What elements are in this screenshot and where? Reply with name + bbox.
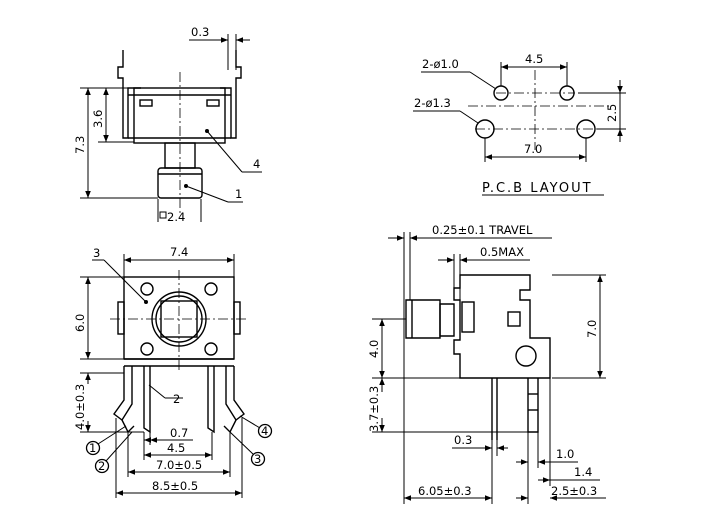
- dim-side-4: 4.0: [367, 340, 381, 358]
- callout-4: 4: [253, 157, 260, 171]
- dim-side-1-0: 1.0: [556, 447, 574, 461]
- dim-side-0-3: 0.3: [454, 433, 472, 447]
- top-view: 0.3 7.3 3.6 4: [73, 25, 262, 224]
- label-holes-small: 2-ø1.0: [422, 57, 459, 71]
- dim-lead-length: 4.0±0.3: [73, 384, 87, 430]
- pin-1-label: 1: [89, 441, 96, 455]
- dim-top-0-3: 0.3: [191, 25, 209, 39]
- pcb-layout: 4.5 7.0 2.5 2-ø1.0 2-ø1.3 P.C.B LAYOUT: [413, 52, 626, 196]
- pcb-layout-title: P.C.B LAYOUT: [482, 181, 593, 196]
- dim-stem-width: 2.4: [167, 210, 185, 224]
- dim-height: 6.0: [73, 314, 87, 332]
- callout-1: 1: [235, 187, 242, 201]
- dim-width: 7.4: [170, 245, 188, 259]
- callout-2: 2: [173, 392, 180, 406]
- dim-pin-width: 0.7: [170, 426, 188, 440]
- pin-3-label: 3: [254, 452, 261, 466]
- dim-small-pitch: 4.5: [525, 52, 543, 66]
- dim-side-lead: 3.7±0.3: [367, 386, 381, 432]
- dim-inner-pitch: 4.5: [167, 441, 185, 455]
- dim-large-pitch: 7.0: [524, 142, 542, 156]
- front-view: 7.4 3 6.0: [73, 245, 273, 498]
- dim-total-height: 7.3: [73, 136, 87, 154]
- label-holes-large: 2-ø1.3: [414, 96, 451, 110]
- dim-total-width: 8.5±0.5: [152, 479, 198, 493]
- dim-outer-pitch: 7.0±0.5: [156, 458, 202, 472]
- dim-side-2-5: 2.5±0.3: [551, 484, 597, 498]
- dim-row-gap: 2.5: [605, 104, 619, 122]
- pin-4-label: 4: [261, 424, 268, 438]
- dim-side-1-4: 1.4: [574, 465, 592, 479]
- dim-body-height: 3.6: [91, 110, 105, 128]
- dim-side-height: 7.0: [585, 320, 599, 338]
- pin-2-label: 2: [98, 459, 105, 473]
- side-view: 0.25±0.1 TRAVEL 0.5MAX 7.0: [367, 223, 606, 504]
- dim-side-6-05: 6.05±0.3: [418, 484, 472, 498]
- callout-3: 3: [93, 246, 100, 260]
- dim-travel: 0.25±0.1 TRAVEL: [432, 223, 533, 237]
- dim-max: 0.5MAX: [480, 245, 524, 259]
